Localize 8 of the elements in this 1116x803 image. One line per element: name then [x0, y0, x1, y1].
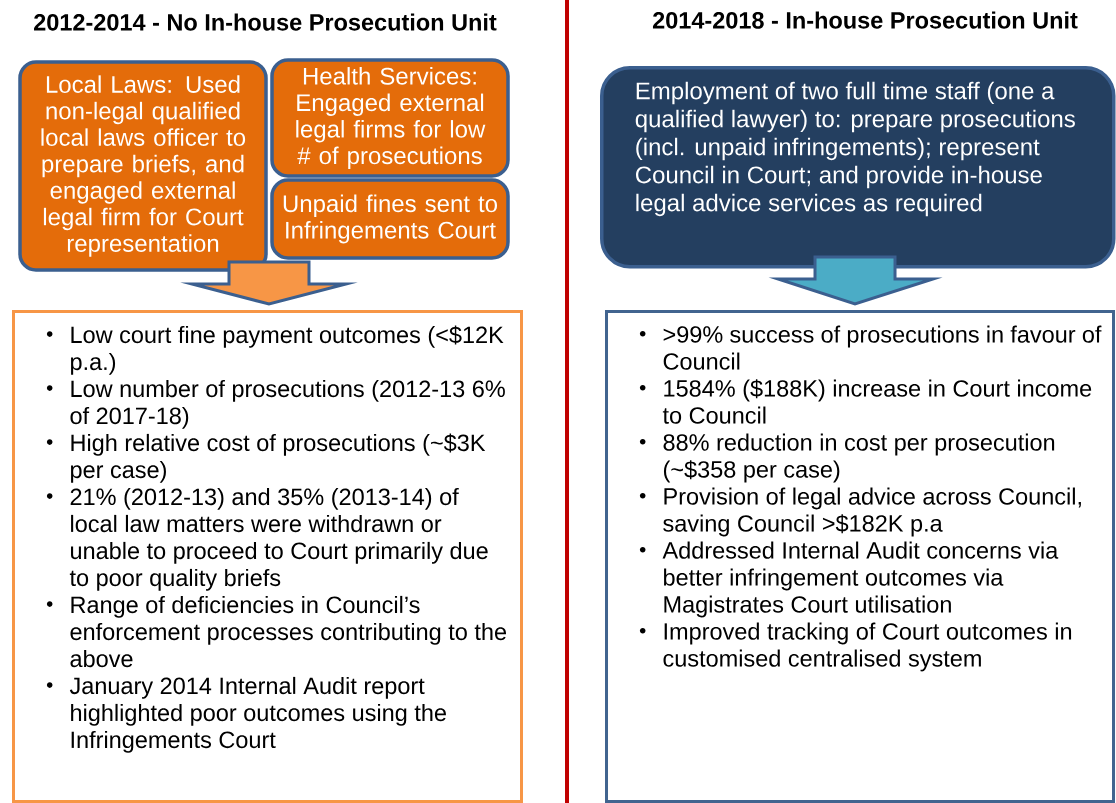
text-box: Health Services: Engaged external legal firms for low # of prosecutions [270, 58, 510, 178]
text-box: Employment of two full time staff (one a qualified lawyer) to: prepare prosecutions (incl. unpaid infringements); represent Council in Court; and provide in-house legal advice services as required [600, 66, 1116, 269]
bullet-list-box: >99% success of prosecutions in favour of Council 1584% ($188K) increase in Court income to Council 88% reduction in cost per prosecution (~$358 per case) Provision of legal advice across Council, saving Council >$182K p.a Addressed Internal Audit concerns via better infringement outcomes via Magistrates Court utilisation Improved tracking of Court outcomes in customised centralised system [605, 310, 1115, 803]
text-box: Unpaid fines sent to Infringements Court [270, 178, 510, 260]
heading: 2012-2014 - No In-house Prosecution Unit [34, 13, 497, 31]
heading: 2014-2018 - In-house Prosecution Unit [652, 11, 1078, 29]
bullet-list-box: Low court fine payment outcomes (<$12K p.a.) Low number of prosecutions (2012-13 6% of 2017-18) High relative cost of prosecutions (~$3K per case) 21% (2012-13) and 35% (2013-14) of local law matters were withdrawn or unable to proceed to Court primarily due to poor quality briefs Range of deficiencies in Council’s enforcement processes contributing to the above January 2014 Internal Audit report highlighted poor outcomes using the Infringements Court [12, 310, 523, 803]
text-box: Local Laws: Used non-legal qualified local laws officer to prepare briefs, and engaged external legal firm for Court representation [18, 60, 268, 272]
